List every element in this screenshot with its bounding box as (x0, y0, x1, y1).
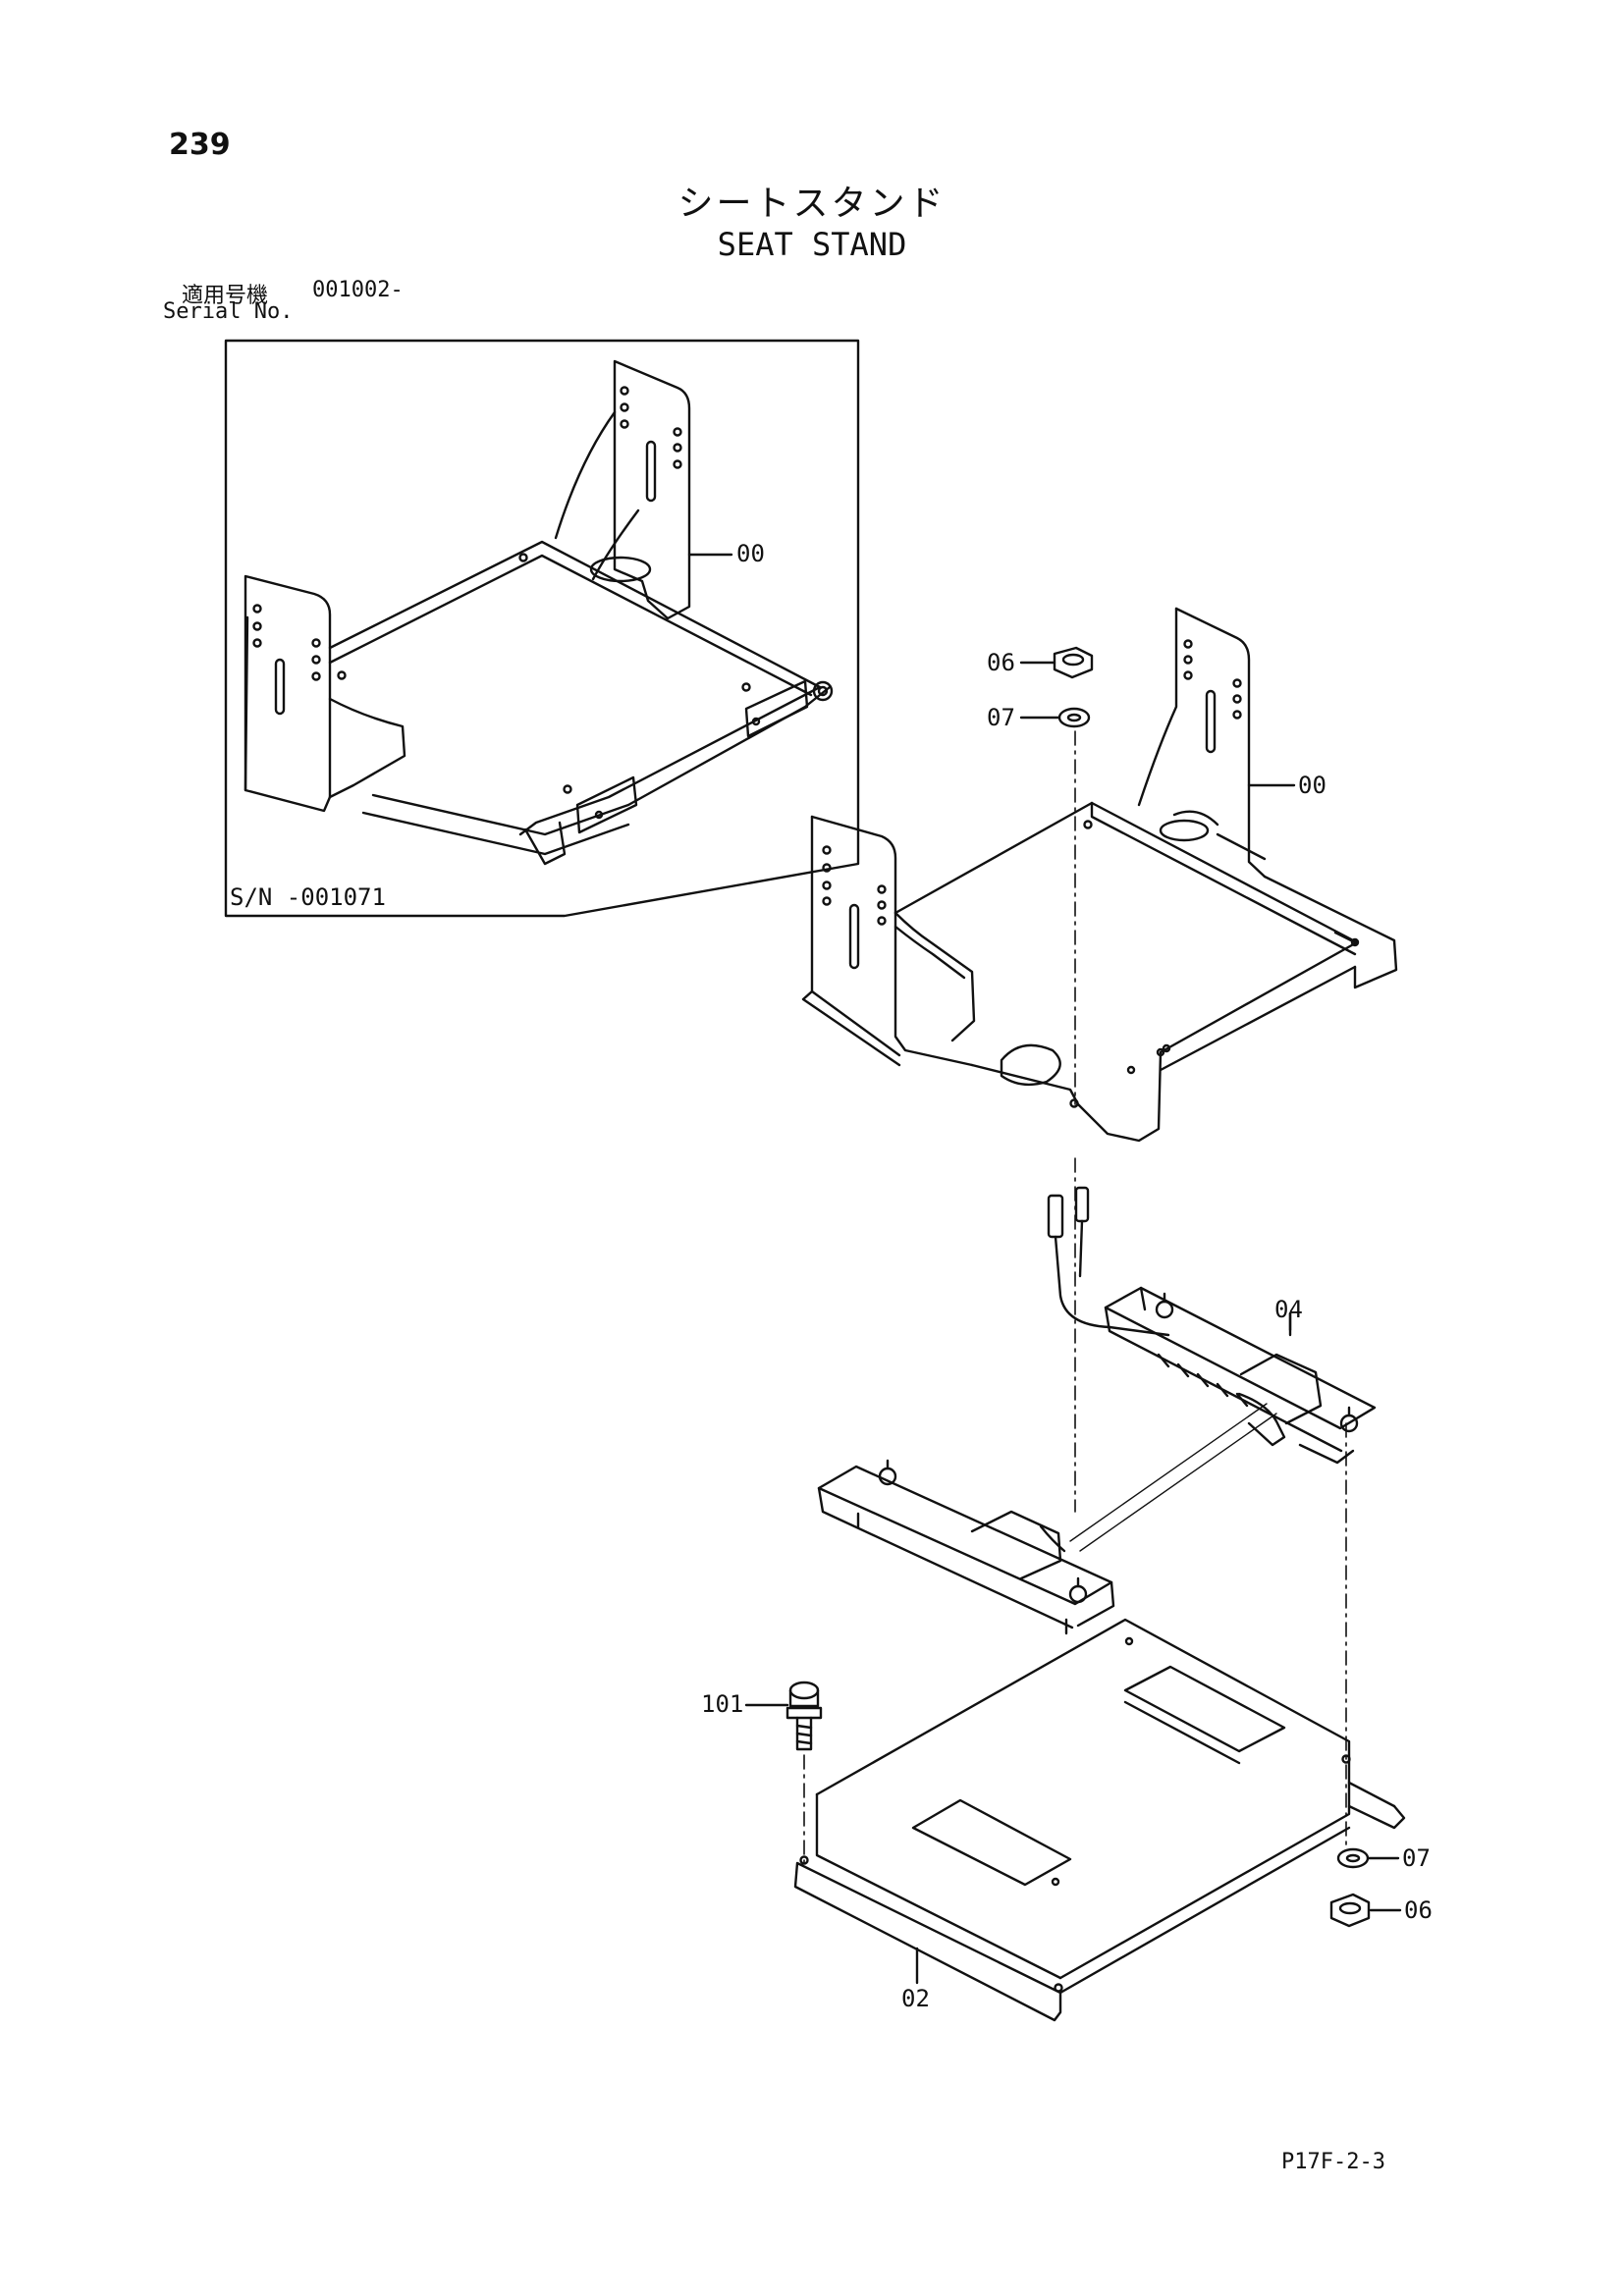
callout-stand-00: 00 (1298, 772, 1326, 799)
serial-value: 001002- (312, 278, 404, 302)
nut-part-06-bottom (1329, 1893, 1402, 1928)
callout-washer-07-top: 07 (987, 704, 1015, 731)
inset-frame (224, 339, 860, 918)
base-plate-part-02 (793, 1618, 1406, 2022)
footer-page-code: P17F-2-3 (1281, 2150, 1385, 2174)
page-title-english: SEAT STAND (717, 226, 907, 263)
washer-part-07-bottom (1336, 1847, 1400, 1869)
seat-stand-part-00 (801, 607, 1398, 1143)
callout-rail-04: 04 (1274, 1296, 1303, 1323)
serial-label-english: Serial No. (163, 299, 294, 324)
seat-rail-part-04 (817, 1186, 1377, 1635)
serial-label-japanese: 適用号機 (182, 284, 269, 308)
inset-serial-range: S/N -001071 (230, 883, 386, 911)
washer-part-07-top (1019, 707, 1091, 728)
nut-part-06-top (1019, 646, 1094, 679)
callout-nut-06-bottom: 06 (1404, 1896, 1433, 1924)
bolt-part-101 (744, 1681, 823, 1751)
page-title-japanese: シートスタンド (677, 184, 947, 224)
callout-bolt-101: 101 (701, 1690, 744, 1718)
callout-inset-00: 00 (736, 540, 765, 567)
page-number: 239 (169, 128, 231, 162)
inset-seat-stand-drawing (244, 359, 834, 866)
callout-washer-07-bottom: 07 (1402, 1844, 1431, 1872)
callout-plate-02: 02 (901, 1985, 930, 2012)
callout-nut-06-top: 06 (987, 649, 1015, 676)
